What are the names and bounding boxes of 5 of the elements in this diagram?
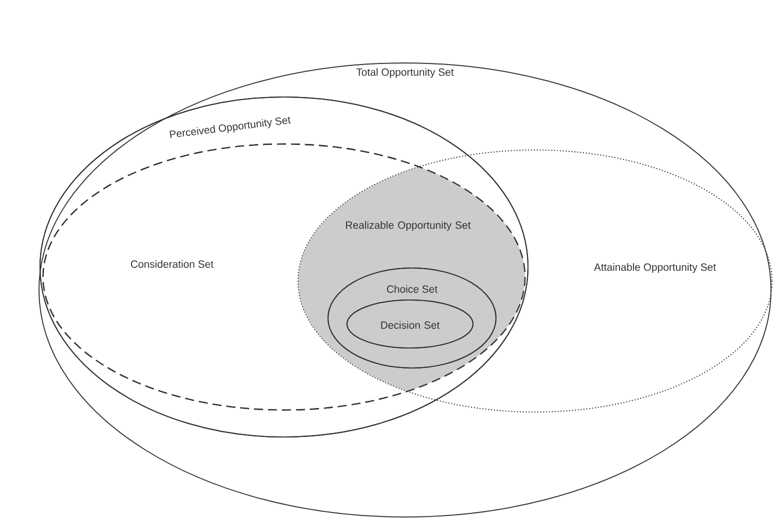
shaded-region: Realizable Opportunity Set [346, 221, 471, 231]
node-label: Decision Set [381, 321, 440, 329]
node-label: Perceived Opportunity Set [170, 116, 291, 138]
node-label: Consideration Set [130, 260, 214, 268]
node-label: Choice Set [386, 285, 438, 293]
